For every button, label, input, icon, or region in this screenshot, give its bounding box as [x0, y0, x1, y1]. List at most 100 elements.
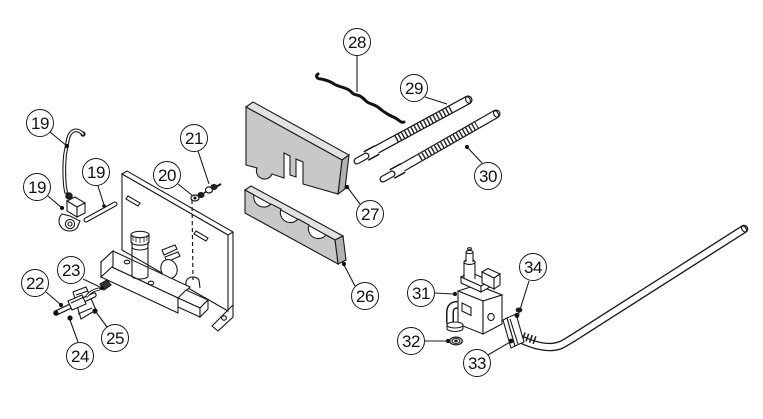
igniter-wire — [315, 72, 406, 124]
mounting-panel — [100, 170, 235, 332]
washer-hole — [454, 339, 458, 343]
leader-dot — [92, 308, 98, 314]
block-side — [76, 202, 86, 218]
screw-head — [197, 191, 205, 199]
leader-dot — [514, 312, 520, 318]
leader-line — [49, 131, 68, 147]
leader-line — [69, 319, 79, 343]
callout-33: 33 — [463, 349, 491, 377]
leader-dot — [67, 315, 73, 321]
callout-26: 26 — [351, 282, 379, 310]
tube-inner — [370, 96, 472, 155]
flange-top — [446, 321, 464, 329]
panel-slot-lower — [193, 230, 209, 242]
valve-port — [487, 312, 495, 322]
pilot-rod — [83, 201, 118, 223]
leader-dot — [99, 285, 105, 291]
leader-line — [47, 195, 63, 209]
knurl-texture — [418, 121, 479, 162]
solenoid-fill — [464, 262, 475, 279]
clamp-hole — [67, 221, 73, 227]
shelf-hole-right — [147, 280, 155, 286]
leader-dot — [341, 261, 347, 267]
leader-line — [97, 185, 105, 206]
tip-inner — [354, 153, 369, 164]
fold-dashed-line — [191, 199, 194, 281]
callout-28: 28 — [343, 28, 371, 56]
callout-27: 27 — [356, 200, 384, 228]
washer-hole — [193, 196, 197, 200]
leader-dot — [464, 144, 470, 150]
leader-line — [347, 187, 361, 205]
leader-line — [82, 278, 101, 288]
flange-sides — [446, 325, 464, 329]
ferrule — [521, 332, 539, 345]
igniter-block — [58, 196, 87, 232]
screw-21 — [204, 183, 222, 194]
tube-outer — [513, 224, 749, 352]
elbow-inner — [447, 302, 462, 325]
callout-20: 20 — [153, 161, 181, 189]
leader-line — [45, 291, 61, 305]
callout-23: 23 — [57, 256, 85, 284]
screw-head — [210, 183, 218, 191]
tube-outer — [62, 128, 85, 194]
leader-line — [487, 341, 511, 356]
callout-21: 21 — [180, 124, 208, 152]
hex-edge — [70, 296, 85, 304]
plate-edges — [75, 290, 93, 315]
callout-24: 24 — [66, 342, 94, 370]
wire — [315, 72, 406, 124]
manifold-bracket-33 — [502, 307, 525, 349]
shelf-left-end — [100, 249, 114, 279]
callout-32: 32 — [397, 327, 425, 355]
cap-ribs — [132, 235, 148, 243]
leader-line — [467, 147, 483, 164]
foot-hole — [221, 315, 227, 321]
pilot-supply-tube — [62, 128, 86, 200]
leader-line — [197, 150, 210, 185]
gas-valve — [446, 247, 504, 335]
callout-31: 31 — [407, 279, 435, 307]
arch-notch — [185, 276, 201, 291]
shelf-hole-left — [123, 259, 131, 265]
open-end — [740, 225, 748, 233]
open-end — [492, 110, 500, 118]
cap-bottom — [130, 241, 150, 246]
tube-inner — [63, 129, 84, 193]
tube-nut — [65, 192, 73, 200]
leader-dot — [102, 204, 106, 208]
callout-19-pilot-tube: 19 — [26, 109, 54, 137]
cap-sides — [465, 252, 474, 262]
flange-bottom — [446, 328, 464, 333]
leader-line — [343, 264, 356, 287]
electrode-tip — [53, 310, 59, 316]
burner-tube-lower — [379, 109, 501, 183]
tube-inner — [515, 226, 747, 350]
rod-inner — [84, 202, 117, 222]
panel-right-thickness — [227, 232, 234, 312]
block-front-face — [245, 106, 343, 195]
leader-line — [177, 183, 194, 197]
clamp-ring — [64, 218, 76, 230]
pilot-tube-inner — [86, 288, 100, 297]
pilot-burner-assembly — [53, 279, 112, 321]
leader-lines — [45, 56, 530, 356]
screw-20 — [190, 190, 208, 202]
gas-supply-tube — [513, 224, 749, 352]
artwork — [45, 56, 749, 356]
leader-dot — [452, 291, 458, 297]
cap-top — [130, 230, 150, 239]
leader-dot — [58, 302, 64, 308]
open-end — [465, 96, 471, 104]
washer-mid — [451, 338, 461, 344]
tip-inner — [380, 171, 395, 182]
leader-dot — [344, 184, 350, 190]
block-front-face — [244, 189, 339, 265]
panel-slot-upper — [125, 195, 141, 207]
clip-upper — [161, 244, 178, 256]
leader-dot — [445, 338, 451, 344]
insulation-block-lower — [243, 185, 347, 265]
leader-dot — [64, 143, 70, 149]
